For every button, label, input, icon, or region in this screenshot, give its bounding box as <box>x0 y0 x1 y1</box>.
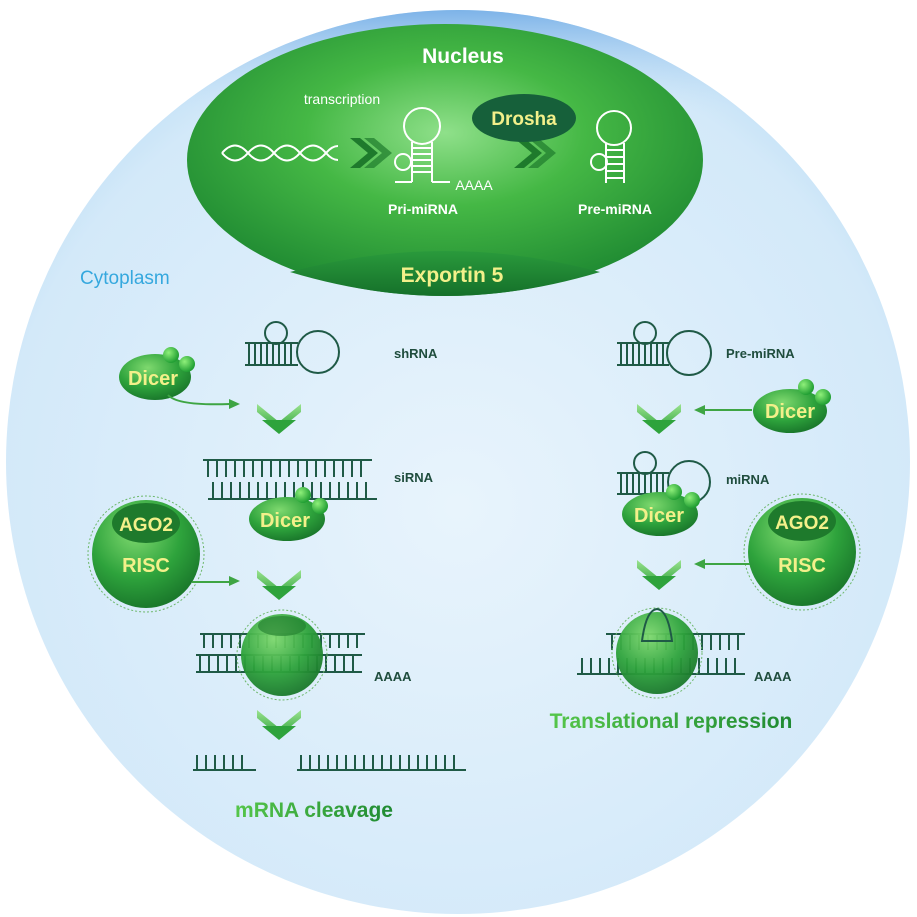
cytoplasm-label: Cytoplasm <box>80 268 170 289</box>
chevron-down-icon <box>637 560 681 590</box>
nucleus-body <box>187 24 703 296</box>
drosha-enzyme <box>472 94 576 142</box>
ago2-label: AGO2 <box>119 515 173 536</box>
ago2-risc-complex-right: AGO2 RISC <box>743 493 861 611</box>
arrowhead-icon <box>694 405 705 415</box>
left-pathway: shRNA Dicer siRNA Dicer <box>87 321 466 822</box>
exportin-label: Exportin 5 <box>401 264 504 287</box>
mirna-label: miRNA <box>726 472 770 487</box>
mrna-cleavage-label: mRNA cleavage <box>235 799 393 822</box>
arrowhead-icon <box>229 576 240 586</box>
arrowhead-icon <box>694 559 705 569</box>
dicer-enzyme-right-mid: Dicer <box>622 484 700 536</box>
chevron-down-icon <box>257 710 301 740</box>
pre-mirna-hairpin-icon <box>617 321 712 376</box>
arrow-chevron-icon <box>514 138 556 168</box>
sirna-ticks <box>207 460 362 477</box>
risc-bound-right <box>611 607 703 699</box>
exportin-band <box>290 251 600 296</box>
pre-mirna-label: Pre-miRNA <box>726 346 795 361</box>
dicer-enzyme-right-top: Dicer <box>753 379 831 433</box>
sirna-ticks <box>212 482 367 499</box>
chevron-down-icon <box>257 404 301 434</box>
nucleus: Nucleus transcription <box>187 24 703 296</box>
nucleus-title: Nucleus <box>422 45 504 68</box>
dicer-enzyme-left-mid: Dicer <box>249 487 328 541</box>
right-pathway: Pre-miRNA Dicer <box>550 321 861 733</box>
transcription-label: transcription <box>304 91 380 107</box>
chevron-down-icon <box>257 570 301 600</box>
dicer-label: Dicer <box>765 401 815 423</box>
pri-mirna-label: Pri-miRNA <box>388 201 458 217</box>
pre-mirna-hairpin-icon <box>590 110 632 183</box>
dna-helix-icon <box>221 144 339 162</box>
poly-a-right: AAAA <box>754 669 792 684</box>
pre-mirna-nucleus-label: Pre-miRNA <box>578 201 652 217</box>
arrow-chevron-icon <box>350 138 392 168</box>
nucleus-poly-a: AAAA <box>455 177 493 193</box>
risc-label: RISC <box>778 555 826 577</box>
sirna-label: siRNA <box>394 470 434 485</box>
shrna-hairpin-icon <box>245 321 340 374</box>
risc-label: RISC <box>122 555 170 577</box>
dicer-label: Dicer <box>260 510 310 532</box>
shrna-label: shRNA <box>394 346 438 361</box>
dicer-label: Dicer <box>634 505 684 527</box>
dicer-enzyme-left-top: Dicer <box>119 347 195 400</box>
arrow-line <box>167 394 231 406</box>
pri-mirna-hairpin-icon <box>394 107 450 183</box>
drosha-label: Drosha <box>491 109 557 130</box>
ago2-label: AGO2 <box>775 513 829 534</box>
ago2-risc-complex-left: AGO2 RISC <box>87 495 205 613</box>
chevron-down-icon <box>637 404 681 434</box>
risc-bound-left <box>236 609 328 701</box>
dicer-label: Dicer <box>128 368 178 390</box>
arrowhead-icon <box>229 399 240 409</box>
poly-a-left: AAAA <box>374 669 412 684</box>
fragment-ticks <box>196 755 455 770</box>
translational-repression-label: Translational repression <box>550 710 793 733</box>
